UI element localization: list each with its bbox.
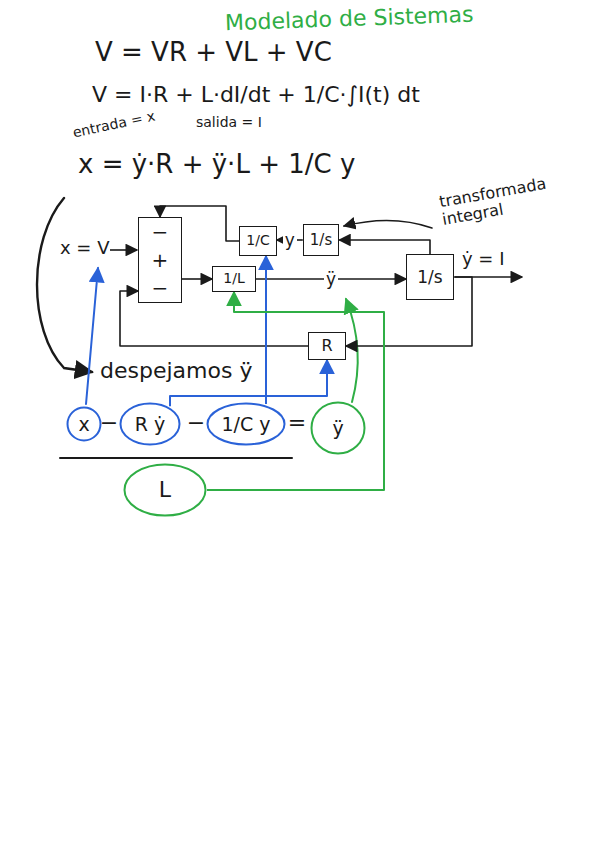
term-circle: ÿ (310, 401, 366, 455)
signal-name: ÿ (324, 270, 338, 289)
equation: V = I·R + L·dI/dt + 1/C·∫I(t) dt (92, 82, 420, 107)
fraction-bar (60, 457, 292, 459)
node-text: 1/C y (221, 414, 270, 435)
node-text: L (159, 478, 171, 502)
title: Modelado de Sistemas (225, 2, 474, 36)
integrator-block: 1/s (406, 254, 454, 300)
node-text: − (152, 277, 169, 299)
connector (182, 278, 212, 280)
connector (339, 240, 430, 254)
signal-name: ẏ = I (462, 249, 505, 270)
leader-line (346, 299, 358, 402)
summing-junction: − + − (138, 217, 182, 303)
note: entrada = x (71, 107, 156, 140)
input-wire (110, 249, 137, 251)
signal-name: y (283, 231, 297, 250)
node-text: 1/L (223, 271, 244, 286)
node-text: − (152, 221, 169, 243)
ellipse-outline (121, 404, 180, 445)
term-circle: 1/C y (206, 402, 286, 446)
connector (265, 256, 267, 404)
signal-name: x = V (60, 238, 110, 259)
ellipse-outline (125, 465, 206, 516)
node-text: 1/s (417, 268, 442, 287)
ellipse-outline (68, 408, 101, 441)
term-circle: x (66, 406, 102, 442)
operator: − (187, 410, 205, 435)
term-circle: L (123, 463, 207, 517)
leader-line (86, 268, 98, 404)
note: transformada integral (438, 171, 572, 230)
operator: = (288, 410, 306, 435)
equation: x = ẏ·R + ÿ·L + 1/C y (78, 150, 355, 180)
ellipse-outline (312, 403, 365, 454)
gain-block: R (308, 332, 346, 360)
node-text: R ẏ (135, 414, 166, 435)
node-text: 1/s (310, 232, 332, 249)
note: salida = I (196, 114, 262, 130)
node-text: 1/C (246, 233, 269, 248)
equation: V = VR + VL + VC (95, 38, 332, 68)
gain-block: 1/C (239, 226, 276, 256)
note: despejamos ÿ (100, 358, 252, 383)
node-text: + (152, 249, 169, 271)
term-circle: R ẏ (119, 402, 181, 446)
bracket (37, 198, 92, 372)
connector (207, 292, 384, 490)
gain-block: 1/L (212, 266, 256, 292)
operator: − (100, 410, 118, 435)
ellipse-outline (208, 404, 285, 445)
node-text: x (78, 414, 89, 435)
leader-line (344, 220, 432, 228)
integrator-block: 1/s (303, 224, 339, 256)
node-text: ÿ (332, 418, 343, 439)
node-text: R (321, 337, 332, 355)
